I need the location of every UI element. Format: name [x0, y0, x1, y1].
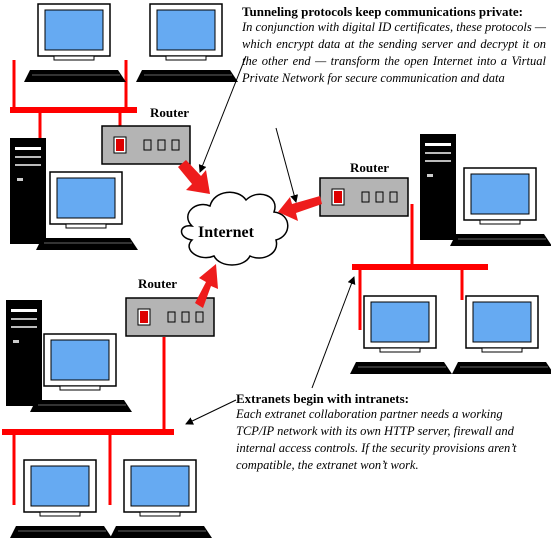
tunneling-title: Tunneling protocols keep communications …	[242, 4, 523, 19]
arrow-from-top-router	[178, 160, 210, 194]
server	[6, 300, 42, 406]
extranets-body: Each extranet collaboration partner need…	[236, 407, 517, 472]
computer	[23, 3, 127, 83]
extranets-callout: Extranets begin with intranets: Each ext…	[236, 392, 536, 474]
computer	[449, 167, 551, 247]
server	[10, 138, 46, 244]
tunneling-callout: Tunneling protocols keep communications …	[242, 5, 546, 87]
internet-cloud	[180, 191, 289, 266]
router-label-right: Router	[350, 160, 389, 175]
internet-label: Internet	[198, 224, 254, 241]
computer	[35, 171, 139, 251]
router-label-bottom-left: Router	[138, 276, 177, 291]
computer	[29, 333, 133, 413]
computer	[349, 295, 453, 375]
router-top-left	[101, 125, 191, 165]
callout-lines	[185, 55, 356, 425]
router-label-top-left: Router	[150, 105, 189, 120]
computer	[451, 295, 551, 375]
network-wiring	[2, 60, 488, 505]
router-right	[319, 177, 409, 217]
arrow-from-bottom-router	[195, 264, 218, 308]
computer	[109, 459, 213, 539]
extranets-title: Extranets begin with intranets:	[236, 391, 409, 406]
server	[420, 134, 456, 240]
computer	[135, 3, 239, 83]
tunneling-body: In conjunction with digital ID certifica…	[242, 20, 547, 85]
arrow-from-right-router	[278, 196, 322, 221]
red-arrows	[178, 160, 322, 308]
computer	[9, 459, 113, 539]
